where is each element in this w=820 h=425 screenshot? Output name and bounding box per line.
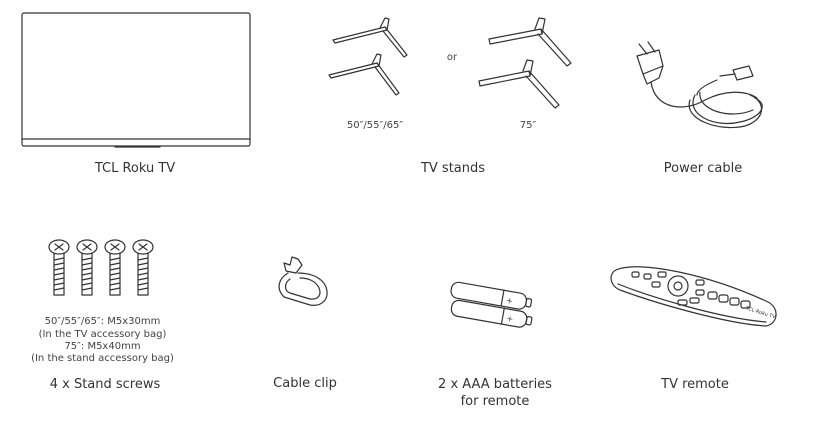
batteries-illustration: + + [450, 281, 533, 328]
remote-label: TV remote [661, 377, 729, 392]
screws-label: 4 x Stand screws [49, 377, 161, 392]
screws-note-3: 75″: M5x40mm [64, 341, 141, 352]
tv-illustration [21, 12, 251, 148]
screws-note-2: (In the TV accessory bag) [38, 329, 167, 340]
stand-or-text: or [446, 52, 458, 63]
power-cable-illustration [636, 41, 763, 129]
stand-screws-illustration [48, 239, 154, 296]
cable-clip-illustration [278, 256, 328, 306]
tv-label: TCL Roku TV [94, 161, 176, 176]
remote-illustration [610, 266, 777, 327]
stand-size-a: 50″/55″/65″ [346, 120, 404, 131]
power-cable-label: Power cable [663, 161, 743, 176]
svg-text:+: + [506, 314, 514, 324]
svg-text:+: + [505, 296, 513, 306]
screws-note-1: 50″/55″/65″: M5x30mm [44, 316, 161, 327]
stand-75-illustration [478, 17, 572, 109]
batteries-label-2: for remote [460, 394, 530, 409]
stand-50-55-65-illustration [328, 17, 408, 96]
stand-size-b: 75″ [519, 120, 537, 131]
batteries-label-1: 2 x AAA batteries [438, 377, 552, 392]
screws-note-4: (In the stand accessory bag) [31, 353, 174, 364]
cable-clip-label: Cable clip [273, 376, 337, 391]
stands-label: TV stands [420, 161, 486, 176]
